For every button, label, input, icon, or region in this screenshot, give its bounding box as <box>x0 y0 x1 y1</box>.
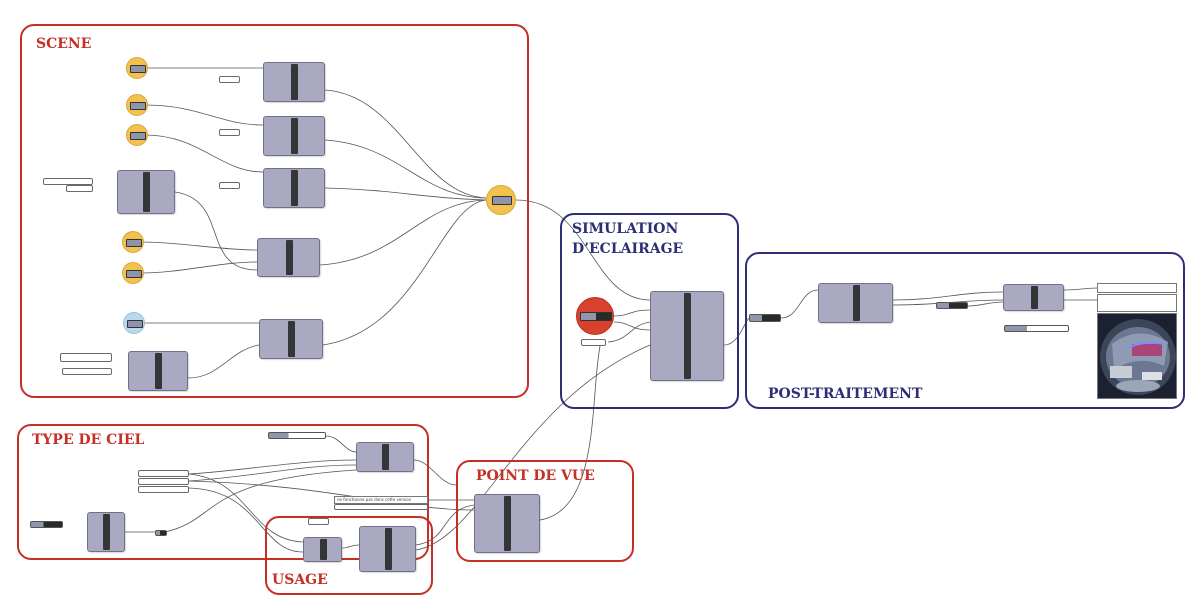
input-panel[interactable] <box>43 178 93 185</box>
output-panel[interactable] <box>1097 294 1177 312</box>
sky-slider[interactable] <box>30 521 63 528</box>
post-slider[interactable] <box>936 302 968 309</box>
post-slider[interactable] <box>749 314 781 322</box>
material-component[interactable] <box>128 351 188 391</box>
output-panel[interactable] <box>1097 283 1177 293</box>
post-traitement-group-label: POST-TRAITEMENT <box>768 386 923 402</box>
usage-component[interactable] <box>359 526 416 572</box>
input-panel[interactable] <box>219 129 240 136</box>
sky-option-panel[interactable] <box>138 486 189 493</box>
simulation-input-panel[interactable] <box>581 339 606 346</box>
point-de-vue-group[interactable] <box>456 460 634 562</box>
scene-merge-param[interactable] <box>486 185 516 215</box>
point-de-vue-group-label: POINT DE VUE <box>476 468 595 484</box>
sky-option-panel[interactable] <box>138 478 189 485</box>
sky-slider[interactable] <box>268 432 326 439</box>
type-de-ciel-group[interactable] <box>17 424 429 560</box>
view-component[interactable] <box>474 494 540 553</box>
view-input-panel[interactable] <box>334 504 428 510</box>
material-component[interactable] <box>263 62 325 102</box>
geometry-param[interactable] <box>122 231 144 253</box>
input-panel[interactable] <box>219 182 240 189</box>
post-component[interactable] <box>818 283 893 323</box>
geometry-param[interactable] <box>126 124 148 146</box>
geometry-param[interactable] <box>126 94 148 116</box>
input-panel[interactable] <box>60 353 112 362</box>
material-component[interactable] <box>117 170 175 214</box>
scene-group[interactable] <box>20 24 529 398</box>
sky-component[interactable] <box>356 442 414 472</box>
note-panel[interactable]: ne fonctionne pas dans cette version <box>334 496 428 504</box>
simulation-group[interactable] <box>560 213 739 409</box>
note-text: ne fonctionne pas dans cette version <box>337 497 412 502</box>
render-preview-image <box>1097 313 1177 399</box>
light-component[interactable] <box>259 319 323 359</box>
usage-component[interactable] <box>303 537 342 562</box>
simulation-component[interactable] <box>650 291 724 381</box>
sky-component[interactable] <box>87 512 125 552</box>
fisheye-render-icon <box>1098 314 1176 398</box>
input-panel[interactable] <box>219 76 240 83</box>
sky-relay[interactable] <box>155 530 167 536</box>
light-param[interactable] <box>123 312 145 334</box>
simulation-group-label: SIMULATION D’ECLAIRAGE <box>572 221 684 257</box>
post-component[interactable] <box>1003 284 1064 311</box>
sky-option-panel[interactable] <box>138 470 189 477</box>
geometry-param[interactable] <box>122 262 144 284</box>
input-panel[interactable] <box>62 368 112 375</box>
usage-input-panel[interactable] <box>308 518 329 525</box>
simulation-param[interactable] <box>576 297 614 335</box>
usage-group-label: USAGE <box>272 572 328 588</box>
geometry-param[interactable] <box>126 57 148 79</box>
material-component[interactable] <box>263 168 325 208</box>
type-de-ciel-group-label: TYPE DE CIEL <box>32 432 145 448</box>
material-component[interactable] <box>263 116 325 156</box>
usage-group[interactable] <box>265 516 433 595</box>
geometry-component[interactable] <box>257 238 320 277</box>
scene-group-label: SCENE <box>36 36 92 52</box>
input-panel[interactable] <box>66 185 93 192</box>
post-traitement-group[interactable] <box>745 252 1185 409</box>
post-slider[interactable] <box>1004 325 1069 332</box>
